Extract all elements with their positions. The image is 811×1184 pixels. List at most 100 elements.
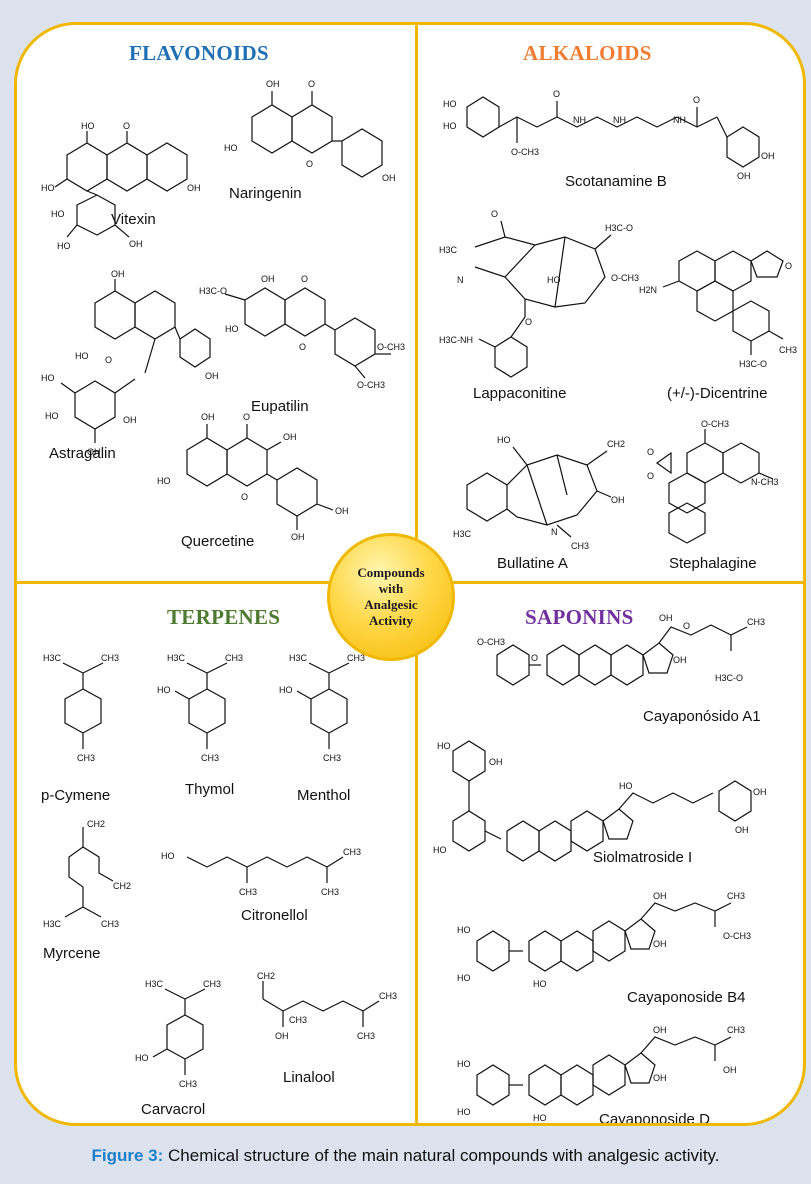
svg-text:O: O — [647, 447, 654, 457]
svg-text:H3C: H3C — [289, 653, 308, 663]
svg-text:CH3: CH3 — [179, 1079, 197, 1089]
svg-text:CH2: CH2 — [257, 971, 275, 981]
stephalagine-label: Stephalagine — [669, 555, 757, 572]
terpenes-title: TERPENES — [167, 605, 281, 629]
svg-text:O: O — [243, 412, 250, 422]
svg-text:NH: NH — [613, 115, 626, 125]
menthol-label: Menthol — [297, 787, 351, 804]
svg-text:OH: OH — [283, 432, 297, 442]
svg-text:OH: OH — [737, 171, 751, 181]
center-label: Compounds with Analgesic Activity — [357, 565, 425, 628]
lappaconitine-label: Lappaconitine — [473, 385, 567, 402]
svg-text:O: O — [693, 95, 700, 105]
siolmatroside-i-label: Siolmatroside I — [593, 849, 693, 866]
svg-text:OH: OH — [653, 891, 667, 901]
svg-text:CH3: CH3 — [323, 753, 341, 763]
svg-text:OH: OH — [653, 939, 667, 949]
svg-text:O: O — [301, 274, 308, 284]
svg-text:CH3: CH3 — [727, 891, 745, 901]
p-cymene-label: p-Cymene — [41, 787, 111, 804]
svg-text:OH: OH — [201, 412, 215, 422]
svg-text:N: N — [551, 527, 558, 537]
caption-label: Figure 3: — [91, 1146, 164, 1165]
astragalin-label: Astragalin — [49, 445, 116, 462]
svg-text:CH3: CH3 — [379, 991, 397, 1001]
svg-text:OH: OH — [129, 239, 143, 249]
svg-text:O: O — [308, 79, 315, 89]
svg-text:OH: OH — [382, 173, 396, 183]
svg-text:CH3: CH3 — [225, 653, 243, 663]
svg-text:O: O — [683, 621, 690, 631]
quercetine-label: Quercetine — [181, 533, 255, 550]
svg-text:OH: OH — [659, 613, 673, 623]
svg-text:HO: HO — [45, 411, 59, 421]
bullatine-a-label: Bullatine A — [497, 555, 568, 572]
svg-text:CH2: CH2 — [87, 819, 105, 829]
svg-text:H2N: H2N — [639, 285, 657, 295]
svg-text:O: O — [491, 209, 498, 219]
svg-text:O: O — [105, 355, 112, 365]
svg-text:N: N — [457, 275, 464, 285]
svg-text:HO: HO — [619, 781, 633, 791]
svg-text:OH: OH — [87, 447, 101, 457]
svg-text:CH3: CH3 — [779, 345, 797, 355]
svg-text:CH3: CH3 — [321, 887, 339, 897]
saponins-title: SAPONINS — [525, 605, 634, 629]
svg-text:CH3: CH3 — [201, 753, 219, 763]
svg-text:O: O — [123, 121, 130, 131]
svg-text:HO: HO — [533, 1113, 547, 1123]
naringenin-label: Naringenin — [229, 185, 302, 202]
svg-text:O-CH3: O-CH3 — [357, 380, 385, 390]
vitexin-label: Vitexin — [111, 211, 156, 228]
svg-text:CH3: CH3 — [343, 847, 361, 857]
svg-text:CH3: CH3 — [727, 1025, 745, 1035]
caption-text: Chemical structure of the main natural c… — [163, 1146, 720, 1165]
svg-text:OH: OH — [205, 371, 219, 381]
cayaponoside-d-label: Cayaponoside D — [599, 1111, 710, 1126]
svg-text:OH: OH — [723, 1065, 737, 1075]
flavonoids-title: FLAVONOIDS — [129, 41, 269, 65]
svg-text:OH: OH — [335, 506, 349, 516]
svg-text:CH3: CH3 — [203, 979, 221, 989]
myrcene-label: Myrcene — [43, 945, 101, 962]
svg-text:OH: OH — [653, 1073, 667, 1083]
svg-text:H3C-O: H3C-O — [715, 673, 743, 683]
svg-text:OH: OH — [653, 1025, 667, 1035]
svg-text:OH: OH — [261, 274, 275, 284]
svg-text:HO: HO — [433, 845, 447, 855]
svg-text:HO: HO — [157, 476, 171, 486]
svg-text:HO: HO — [51, 209, 65, 219]
svg-text:HO: HO — [41, 373, 55, 383]
svg-text:O-CH3: O-CH3 — [611, 273, 639, 283]
svg-text:O: O — [241, 492, 248, 502]
linalool-label: Linalool — [283, 1069, 335, 1086]
svg-text:O: O — [306, 159, 313, 169]
svg-text:O: O — [647, 471, 654, 481]
svg-text:CH3: CH3 — [239, 887, 257, 897]
eupatilin-label: Eupatilin — [251, 398, 309, 415]
cayaponosido-a1-label: Cayaponósido A1 — [643, 708, 761, 725]
svg-text:H3C: H3C — [453, 529, 472, 539]
svg-text:OH: OH — [761, 151, 775, 161]
svg-text:OH: OH — [275, 1031, 289, 1041]
dicentrine-label: (+/-)-Dicentrine — [667, 385, 768, 402]
svg-text:O-CH3: O-CH3 — [701, 419, 729, 429]
svg-text:CH2: CH2 — [607, 439, 625, 449]
svg-text:OH: OH — [673, 655, 687, 665]
svg-text:H3C-O: H3C-O — [739, 359, 767, 369]
svg-text:O: O — [553, 89, 560, 99]
cayaponoside-b4-label: Cayaponoside B4 — [627, 989, 746, 1006]
svg-text:H3C-O: H3C-O — [199, 286, 227, 296]
